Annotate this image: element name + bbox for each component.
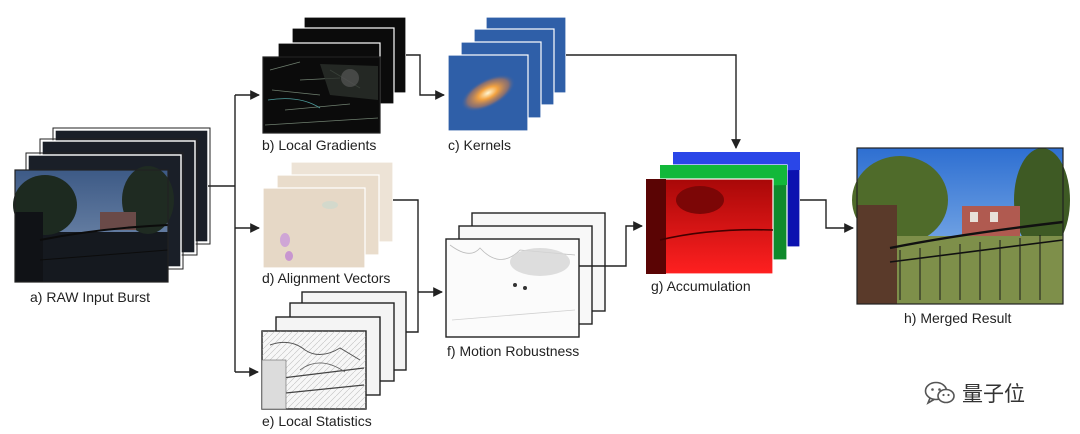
arrow-kernels-to-accumulation [566,54,741,149]
label-local-gradients: b) Local Gradients [262,137,377,153]
arrow-statistics-to-join [406,292,419,333]
alignment-vectors-front-frame [262,187,366,269]
label-motion-robustness: f) Motion Robustness [447,343,580,359]
label-kernels: c) Kernels [448,137,512,153]
merged-result-image [852,147,1070,305]
arrow-motion-to-accumulation [579,221,643,267]
alignment-vectors-stack [262,161,394,269]
arrow-alignment-to-join [393,199,419,292]
raw-input-front-frame [13,166,174,283]
watermark: 量子位 [924,378,1025,408]
local-statistics-front-frame [261,330,367,410]
kernels-front-frame [447,54,529,132]
wechat-icon [924,381,955,405]
accumulation-front-frame [645,178,774,275]
accumulation-stack [645,151,801,275]
connector-arrows [208,54,854,377]
raw-input-burst-stack [13,127,211,283]
motion-robustness-front-frame [445,238,580,338]
motion-robustness-stack [445,212,606,338]
label-local-statistics: e) Local Statistics [262,413,372,429]
label-alignment-vectors: d) Alignment Vectors [262,270,391,286]
arrow-accumulation-to-merged [800,199,854,233]
label-accumulation: g) Accumulation [651,278,751,294]
local-gradients-stack [262,16,407,134]
watermark-text: 量子位 [962,382,1025,406]
local-statistics-stack [261,291,407,410]
label-merged-result: h) Merged Result [904,310,1012,326]
kernels-stack [447,16,567,132]
local-gradients-front-frame [262,56,381,134]
label-raw-input-burst: a) RAW Input Burst [30,289,151,305]
arrow-gradients-to-kernels [406,54,445,100]
